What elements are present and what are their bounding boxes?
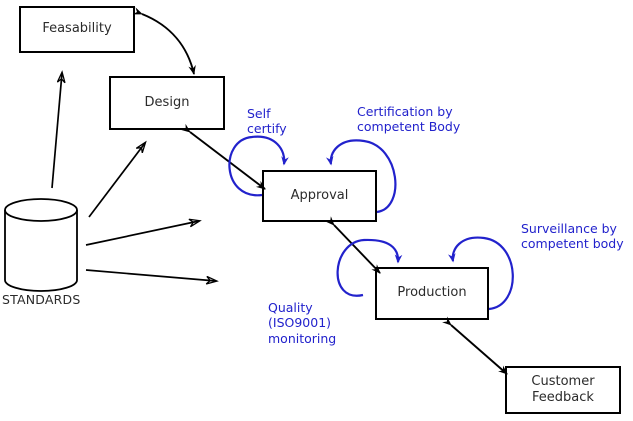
- annotation-certification-by-competent-body: Certification by competent Body: [357, 104, 461, 135]
- node-feasability-label: Feasability: [42, 21, 112, 37]
- flow-standards-design: [88, 143, 145, 218]
- node-feasability[interactable]: Feasability: [19, 6, 135, 53]
- flow-feasability-design: [132, 7, 196, 75]
- annotation-surveillance-by-competent-body: Surveillance by competent body: [521, 221, 624, 252]
- node-approval-label: Approval: [290, 187, 349, 203]
- loop-certification-by-competent-body: [325, 139, 397, 214]
- datastore-standards: [4, 198, 78, 292]
- flow-production-approval: [325, 216, 381, 274]
- flow-standards-feasability: [51, 73, 62, 189]
- node-production-label: Production: [397, 285, 467, 301]
- flow-standards-production: [85, 269, 216, 281]
- node-design-label: Design: [144, 94, 190, 110]
- annotation-self-certify: Self certify: [247, 106, 287, 137]
- flow-design-approval: [180, 123, 266, 190]
- datastore-standards-label: STANDARDS: [2, 292, 81, 307]
- annotation-quality-iso9001-monitoring: Quality (ISO9001) monitoring: [268, 300, 337, 346]
- loop-self-certify: [228, 135, 289, 197]
- loop-surveillance-by-competent-body: [448, 236, 514, 311]
- flow-standards-approval: [85, 221, 199, 246]
- node-design[interactable]: Design: [109, 76, 225, 130]
- loop-quality-iso9001-monitoring: [336, 238, 403, 297]
- flow-production-customer-feedback: [442, 316, 508, 375]
- node-customer-feedback-label: Customer Feedback: [531, 373, 595, 405]
- node-production[interactable]: Production: [375, 267, 489, 320]
- node-customer-feedback[interactable]: Customer Feedback: [505, 366, 621, 414]
- node-approval[interactable]: Approval: [262, 170, 377, 222]
